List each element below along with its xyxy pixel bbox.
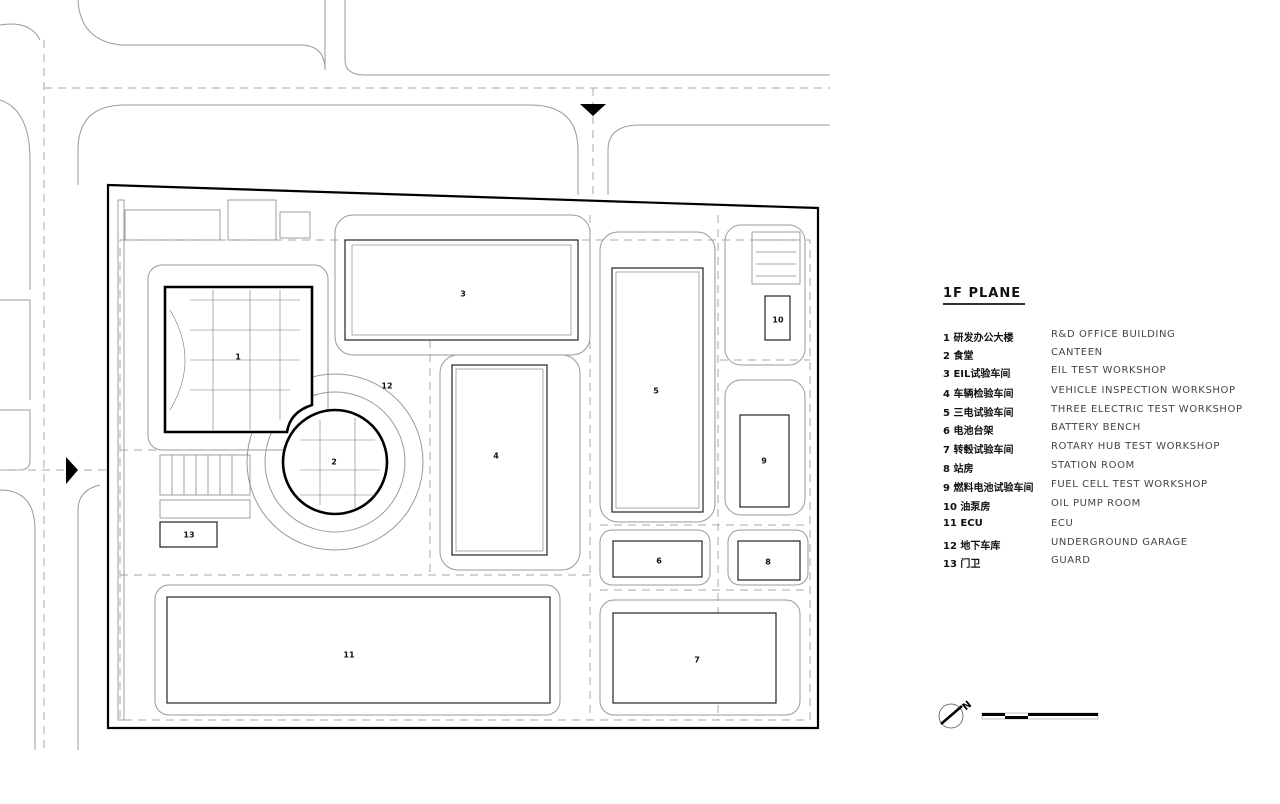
building-label: 9 [761,457,767,466]
legend-item-en: OIL PUMP ROOM [1051,498,1141,509]
legend-item-en: EIL TEST WORKSHOP [1051,365,1167,376]
building-7[interactable]: 7 [612,612,777,704]
entrance-arrow-icon [66,457,78,484]
building-13[interactable]: 13 [159,521,218,548]
internal-roads [119,214,811,721]
legend-item-cn: 9 燃料电池试验车间 [943,483,1034,494]
building-2[interactable]: 2 [281,408,389,516]
north-arrow-icon: N [938,699,974,729]
legend-item-cn: 3 EIL试验车间 [943,369,1011,380]
legend-item-cn: 7 转毂试验车间 [943,445,1014,456]
building-label: 8 [765,558,771,567]
legend: 1F PLANE 1 研发办公大楼 R&D OFFICE BUILDING 2 食堂… [943,282,1242,570]
building-9[interactable]: 9 [739,414,790,508]
building-10[interactable]: 10 [764,295,791,341]
site-boundary [106,183,820,730]
legend-item-en: R&D OFFICE BUILDING [1051,329,1176,340]
building-11[interactable]: 11 [166,596,551,704]
building-label: 6 [656,557,662,566]
building-label: 3 [460,290,466,299]
legend-item-en: GUARD [1051,555,1091,566]
legend-item-en: VEHICLE INSPECTION WORKSHOP [1051,385,1236,396]
entrance-arrow-icon [580,104,606,116]
legend-item-en: STATION ROOM [1051,460,1135,471]
legend-item-en: THREE ELECTRIC TEST WORKSHOP [1051,404,1243,415]
building-4[interactable]: 4 [451,364,548,556]
legend-item-en: UNDERGROUND GARAGE [1051,537,1188,548]
building-label: 7 [694,656,700,665]
legend-item-cn: 1 研发办公大楼 [943,333,1014,344]
scale-bar [981,712,1099,720]
building-label: 10 [772,316,784,325]
legend-item-en: CANTEEN [1051,347,1103,358]
legend-item-cn: 11 ECU [943,518,983,529]
north-label: N [961,699,974,713]
building-label: 1 [235,353,241,362]
building-label: 13 [183,531,194,540]
legend-item-cn: 10 油泵房 [943,502,991,513]
building-5[interactable]: 5 [611,267,704,513]
legend-item-cn: 8 站房 [943,464,974,475]
building-12[interactable]: 12 [381,382,392,391]
legend-item-en: ECU [1051,518,1074,529]
legend-title: 1F PLANE [943,286,1025,305]
legend-item-en: FUEL CELL TEST WORKSHOP [1051,479,1208,490]
building-label: 4 [493,452,499,461]
legend-item-cn: 6 电池台架 [943,426,994,437]
building-label: 12 [381,382,392,391]
parking [117,199,801,721]
building-8[interactable]: 8 [737,540,801,581]
building-6[interactable]: 6 [612,540,703,578]
building-label: 2 [331,458,337,467]
legend-item-cn: 12 地下车库 [943,541,1001,552]
legend-item-cn: 13 门卫 [943,559,981,570]
roads [0,0,830,750]
legend-item-cn: 4 车辆检验车间 [943,389,1014,400]
building-label: 5 [653,387,659,396]
building-1[interactable]: 1 [163,285,314,434]
building-label: 11 [343,651,355,660]
legend-item-en: ROTARY HUB TEST WORKSHOP [1051,441,1220,452]
legend-item-cn: 5 三电试验车间 [943,408,1014,419]
legend-item-cn: 2 食堂 [943,351,974,362]
building-3[interactable]: 3 [344,239,579,341]
legend-item-en: BATTERY BENCH [1051,422,1141,433]
